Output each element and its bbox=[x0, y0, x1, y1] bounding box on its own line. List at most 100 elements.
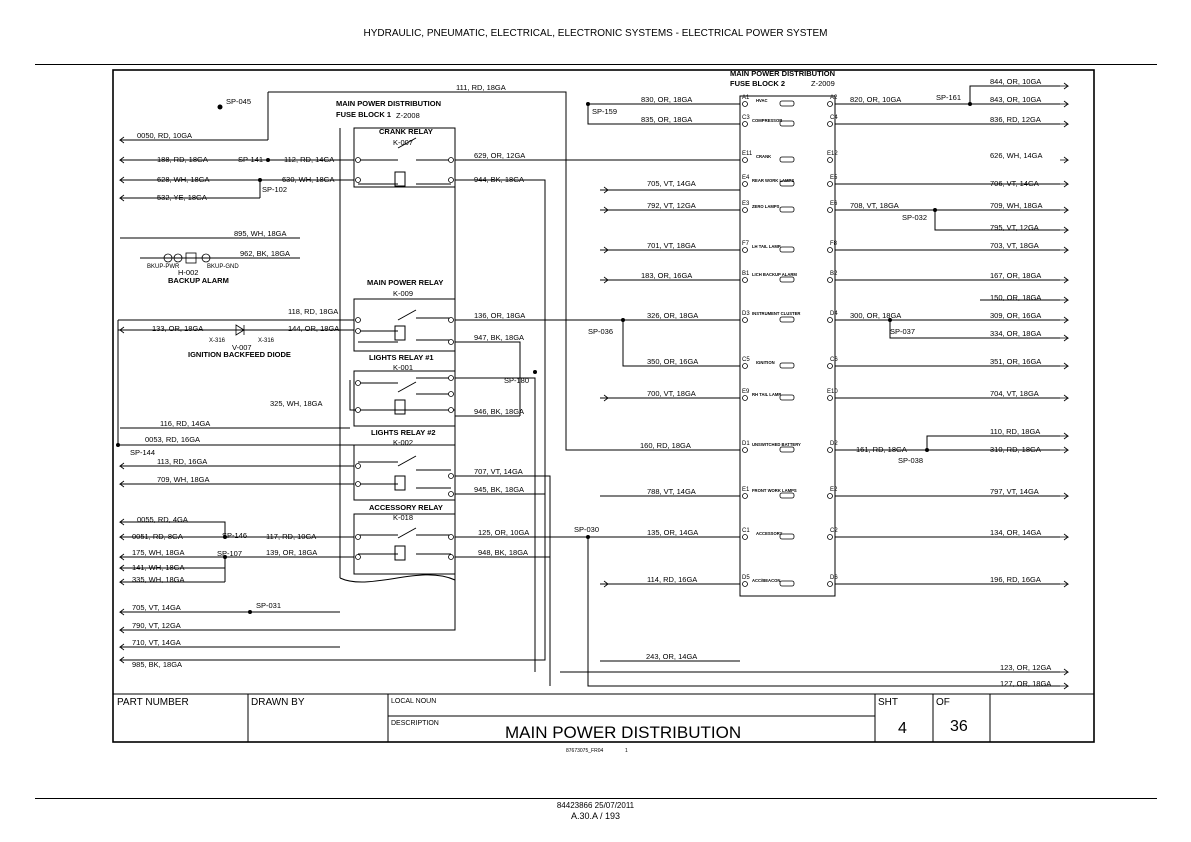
fb1-sub: FUSE BLOCK 1 bbox=[336, 110, 391, 119]
sp-032: SP-032 bbox=[902, 213, 927, 222]
wire-label: 709, WH, 18GA bbox=[990, 201, 1043, 210]
drawing-rev: 1 bbox=[625, 748, 628, 754]
wire-label: 790, VT, 12GA bbox=[132, 621, 181, 630]
fuse-name: LICH BACKUP ALARM bbox=[752, 272, 797, 277]
wire-label: 111, RD, 18GA bbox=[456, 83, 506, 92]
wire-label: 948, BK, 18GA bbox=[478, 548, 528, 557]
wire-label: 701, VT, 18GA bbox=[647, 241, 696, 250]
fuse-names: HVAC COMPRESSOR CRANK REAR WORK LAMPS ZE… bbox=[752, 98, 801, 583]
fb2-sub: FUSE BLOCK 2 bbox=[730, 79, 785, 88]
wire-label: 945, BK, 18GA bbox=[474, 485, 524, 494]
wire-label: 300, OR, 18GA bbox=[850, 311, 901, 320]
wire-label: 709, WH, 18GA bbox=[157, 475, 210, 484]
wire-label: 310, RD, 18GA bbox=[990, 445, 1041, 454]
pin: E12 bbox=[827, 151, 838, 157]
pin: F8 bbox=[830, 241, 838, 247]
wire-labels: 111, RD, 18GA 830, OR, 18GA 835, OR, 18G… bbox=[132, 77, 1051, 688]
x316-b: X-316 bbox=[258, 338, 275, 344]
wire-label: 704, VT, 18GA bbox=[990, 389, 1039, 398]
wire-label: 136, OR, 18GA bbox=[474, 311, 525, 320]
fuse-name: LH TAIL LAMP bbox=[752, 244, 781, 249]
pin: C1 bbox=[742, 528, 750, 534]
fuse-name: IGNITION bbox=[756, 360, 775, 365]
wire-label: 123, OR, 12GA bbox=[1000, 663, 1051, 672]
fb1-id: Z-2008 bbox=[396, 111, 420, 120]
title-block-text: PART NUMBER DRAWN BY LOCAL NOUN DESCRIPT… bbox=[117, 697, 968, 754]
wire-label: 835, OR, 18GA bbox=[641, 115, 692, 124]
description-label: DESCRIPTION bbox=[391, 720, 439, 727]
lights1-label: LIGHTS RELAY #1 bbox=[369, 353, 434, 362]
pin: A2 bbox=[830, 95, 838, 101]
diode-id: V-007 bbox=[232, 343, 252, 352]
footer-doc: 84423866 25/07/2011 bbox=[556, 801, 635, 810]
wire-label: 962, BK, 18GA bbox=[240, 249, 290, 258]
wiring-lines bbox=[112, 69, 1095, 743]
wire-label: 160, RD, 18GA bbox=[640, 441, 691, 450]
wire-label: 139, OR, 18GA bbox=[266, 548, 317, 557]
wire-label: 350, OR, 16GA bbox=[647, 357, 698, 366]
pin: D3 bbox=[742, 311, 750, 317]
fuse-name: RH TAIL LAMP bbox=[752, 392, 781, 397]
sp-180: SP-180 bbox=[504, 376, 529, 385]
accessory-label: ACCESSORY RELAY bbox=[369, 503, 443, 512]
pin-labels: A1 A2 C3 C4 E11 E12 E4 E5 E3 E6 F7 F8 B1… bbox=[742, 95, 838, 581]
pin: E9 bbox=[742, 389, 750, 395]
pin: D5 bbox=[742, 575, 750, 581]
header-rule bbox=[35, 64, 1157, 65]
wire-label: 830, OR, 18GA bbox=[641, 95, 692, 104]
wire-label: 797, VT, 14GA bbox=[990, 487, 1039, 496]
fuse-name: HVAC bbox=[756, 98, 768, 103]
fuse-name: ACC/BEACON bbox=[752, 578, 780, 583]
sp-159: SP-159 bbox=[592, 107, 617, 116]
local-noun-label: LOCAL NOUN bbox=[391, 698, 436, 705]
backup-id: H-002 bbox=[178, 268, 198, 277]
pin: C5 bbox=[742, 357, 750, 363]
description-value: MAIN POWER DISTRIBUTION bbox=[505, 723, 741, 742]
pin: A1 bbox=[742, 95, 750, 101]
wire-label: 836, RD, 12GA bbox=[990, 115, 1041, 124]
drawn-by-label: DRAWN BY bbox=[251, 697, 305, 708]
pin: C2 bbox=[830, 528, 838, 534]
pin: F7 bbox=[742, 241, 750, 247]
pin: D2 bbox=[830, 441, 838, 447]
pin: C6 bbox=[830, 357, 838, 363]
wire-label: 708, VT, 18GA bbox=[850, 201, 899, 210]
wire-label: 532, YE, 18GA bbox=[157, 193, 207, 202]
wire-label: 820, OR, 10GA bbox=[850, 95, 901, 104]
wire-label: 325, WH, 18GA bbox=[270, 399, 323, 408]
wire-label: 985, BK, 18GA bbox=[132, 660, 182, 669]
footer-page: A.30.A / 193 bbox=[570, 811, 621, 821]
terminals bbox=[355, 101, 833, 587]
sp-102: SP-102 bbox=[262, 185, 287, 194]
wire-label: 0053, RD, 16GA bbox=[145, 435, 200, 444]
pin: E4 bbox=[742, 175, 750, 181]
wire-label: 125, OR, 10GA bbox=[478, 528, 529, 537]
wire-label: 706, VT, 14GA bbox=[990, 179, 1039, 188]
page-header: HYDRAULIC, PNEUMATIC, ELECTRICAL, ELECTR… bbox=[363, 28, 828, 39]
wire-label: 0055, RD, 4GA bbox=[137, 515, 188, 524]
sp-146: SP-146 bbox=[222, 531, 247, 540]
crank-relay-label: CRANK RELAY bbox=[379, 127, 433, 136]
sheet-arrows bbox=[118, 82, 1070, 690]
wire-label: 947, BK, 18GA bbox=[474, 333, 524, 342]
pin: D1 bbox=[742, 441, 750, 447]
wire-label: 703, VT, 18GA bbox=[990, 241, 1039, 250]
sp-045: SP-045 bbox=[226, 97, 251, 106]
pin: E2 bbox=[830, 487, 838, 493]
wire-label: 112, RD, 14GA bbox=[284, 155, 334, 164]
wire-label: 134, OR, 14GA bbox=[990, 528, 1041, 537]
sp-036: SP-036 bbox=[588, 327, 613, 336]
sp-038: SP-038 bbox=[898, 456, 923, 465]
sht-label: SHT bbox=[878, 697, 898, 708]
part-number-label: PART NUMBER bbox=[117, 697, 189, 708]
diode-label: IGNITION BACKFEED DIODE bbox=[188, 350, 291, 359]
pin: B2 bbox=[830, 271, 838, 277]
wire-label: 705, VT, 14GA bbox=[647, 179, 696, 188]
footer-rule bbox=[35, 798, 1157, 799]
sheet-number: 4 bbox=[898, 720, 907, 737]
sp-031: SP-031 bbox=[256, 601, 281, 610]
sp-161: SP-161 bbox=[936, 93, 961, 102]
wire-label: 629, OR, 12GA bbox=[474, 151, 525, 160]
wire-label: 243, OR, 14GA bbox=[646, 652, 697, 661]
wire-label: 144, OR, 18GA bbox=[288, 324, 339, 333]
